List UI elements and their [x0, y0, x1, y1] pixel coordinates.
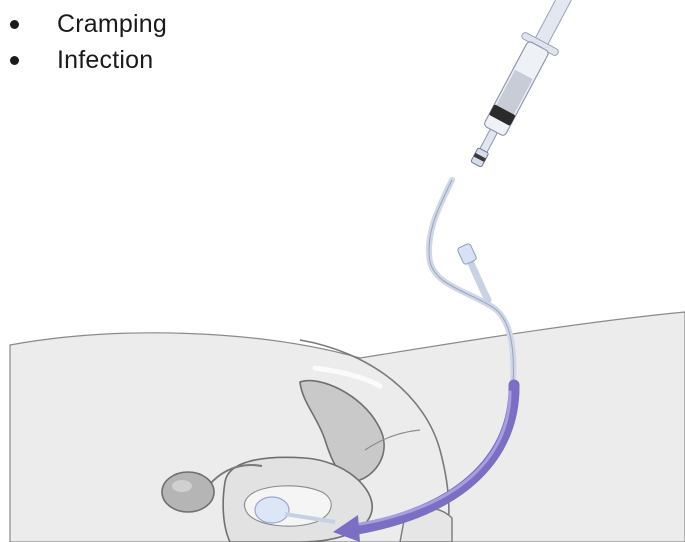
syringe — [471, 0, 588, 167]
ovary — [162, 472, 214, 512]
catheter-balloon — [255, 497, 289, 523]
ovary-highlight — [172, 480, 192, 492]
